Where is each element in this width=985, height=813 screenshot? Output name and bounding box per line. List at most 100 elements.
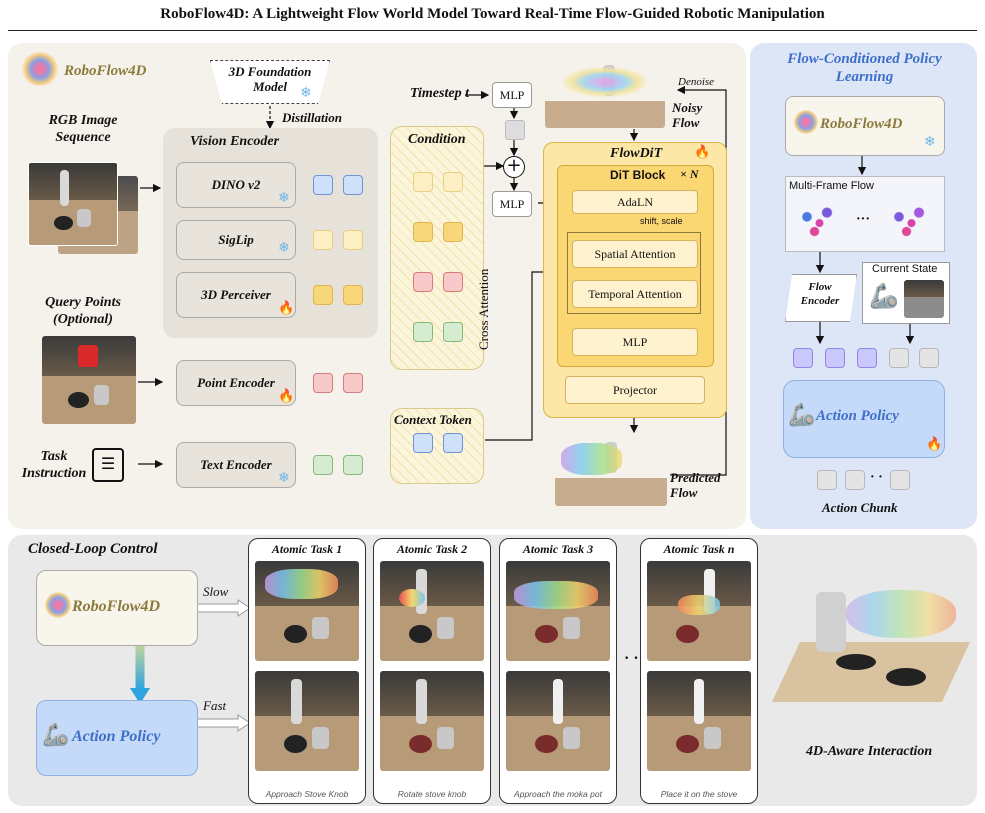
- cross-attention-label: Cross Attention: [476, 268, 491, 350]
- point-encoder-label: Point Encoder: [197, 375, 275, 390]
- task-instruction-label: Task Instruction: [21, 449, 87, 481]
- atomic-task-card-3: Atomic Task 3 Approach the moka pot: [499, 538, 617, 804]
- atomic-task-caption: Approach the moka pot: [514, 789, 602, 799]
- temporal-attention-box: Temporal Attention: [572, 280, 698, 308]
- task-frame-fast: [380, 671, 484, 771]
- atomic-task-caption: Rotate stove knob: [397, 789, 467, 799]
- action-policy-box: [783, 380, 945, 458]
- denoise-label: Denoise: [678, 76, 715, 88]
- task-frame-slow: [380, 561, 484, 661]
- atomic-task-title: Atomic Task n: [663, 542, 735, 556]
- page-title: RoboFlow4D: A Lightweight Flow World Mod…: [160, 6, 825, 22]
- dino-label: DINO v2: [211, 177, 261, 192]
- context-token-box: [390, 408, 484, 484]
- noisy-flow-image: [545, 60, 665, 128]
- 3d-perceiver-label: 3D Perceiver: [201, 287, 271, 302]
- multi-frame-flow-label: Multi-Frame Flow: [789, 180, 874, 192]
- task-frame-slow: [506, 561, 610, 661]
- siglip-token: [313, 230, 333, 250]
- current-state-label: Current State: [872, 263, 938, 275]
- attention-group: [567, 232, 701, 314]
- snowflake-icon: ❄: [278, 191, 290, 206]
- projector-box: Projector: [565, 376, 705, 404]
- flowdit-label: FlowDiT: [610, 146, 663, 161]
- context-token-label: Context Token: [394, 412, 472, 427]
- timestep-mlp-label: MLP: [499, 87, 525, 102]
- closed-loop-roboflow-label: RoboFlow4D: [72, 598, 161, 615]
- current-state-image: [904, 280, 944, 318]
- snowflake-icon: ❄: [278, 471, 290, 486]
- atomic-task-title: Atomic Task 2: [396, 542, 468, 556]
- snowflake-icon: ❄: [924, 135, 936, 150]
- plus-node: +: [503, 156, 525, 178]
- siglip-encoder-box: SigLip: [176, 220, 296, 260]
- condition-box: [390, 126, 484, 370]
- task-frame-fast: [647, 671, 751, 771]
- rgb-sequence-label: RGB Image Sequence: [48, 113, 118, 145]
- robot-arm-icon: 🦾: [42, 722, 70, 747]
- flow-frame-1: [792, 200, 842, 242]
- task-frame-fast: [506, 671, 610, 771]
- condition-token: [413, 272, 433, 292]
- snowflake-icon: ❄: [300, 86, 312, 101]
- flow-ellipsis: ···: [856, 212, 871, 227]
- atomic-task-card-2: Atomic Task 2 Rotate stove knob: [373, 538, 491, 804]
- dit-repeat-label: × N: [680, 167, 699, 181]
- logo-text: RoboFlow4D: [64, 63, 147, 79]
- temporal-attention-label: Temporal Attention: [588, 286, 682, 301]
- text-token: [313, 455, 333, 475]
- dino-token: [343, 175, 363, 195]
- state-feature-token: [919, 348, 939, 368]
- spatial-attention-box: Spatial Attention: [572, 240, 698, 268]
- dino-token: [313, 175, 333, 195]
- point-token: [343, 373, 363, 393]
- timestep-label: Timestep t: [410, 86, 469, 101]
- task-frame-slow: [647, 561, 751, 661]
- action-token: [817, 470, 837, 490]
- condition-token: [443, 272, 463, 292]
- slow-label: Slow: [203, 584, 229, 599]
- fire-icon: 🔥: [694, 144, 711, 159]
- snowflake-icon: ❄: [278, 241, 290, 256]
- 4d-interaction-label: 4D-Aware Interaction: [806, 744, 933, 759]
- atomic-task-title: Atomic Task 1: [271, 542, 343, 556]
- flow-encoder-box: [785, 274, 857, 322]
- condition-label: Condition: [408, 132, 466, 147]
- fire-icon: 🔥: [926, 436, 943, 451]
- condition-token: [443, 222, 463, 242]
- perceiver-token: [313, 285, 333, 305]
- adaln-box: AdaLN: [572, 190, 698, 214]
- timestep-embedding: [505, 120, 525, 140]
- closed-loop-title: Closed-Loop Control: [28, 541, 158, 557]
- robot-arm-icon: 🦾: [869, 284, 899, 310]
- text-token: [343, 455, 363, 475]
- condition-mlp-label: MLP: [499, 196, 525, 211]
- condition-token: [413, 222, 433, 242]
- action-token: [845, 470, 865, 490]
- projector-label: Projector: [613, 382, 657, 397]
- atomic-task-title: Atomic Task 3: [522, 542, 594, 556]
- noisy-flow-label: Noisy Flow: [672, 100, 703, 130]
- predicted-flow-label: Predicted Flow: [670, 470, 721, 500]
- timestep-mlp: MLP: [492, 82, 532, 108]
- point-token: [313, 373, 333, 393]
- robot-arm-icon: 🦾: [788, 402, 816, 427]
- title-rule: [8, 30, 977, 31]
- dit-mlp-box: MLP: [572, 328, 698, 356]
- flow-feature-token: [825, 348, 845, 368]
- dit-mlp-label: MLP: [622, 334, 648, 349]
- task-ellipsis: · ·: [624, 650, 639, 667]
- roboflow4d-label: RoboFlow4D: [820, 116, 903, 132]
- condition-token: [443, 322, 463, 342]
- point-cloud-logo: [20, 52, 60, 86]
- closed-loop-policy-label: Action Policy: [72, 728, 161, 745]
- dino-encoder-box: DINO v2: [176, 162, 296, 208]
- vision-encoder-label: Vision Encoder: [190, 134, 280, 149]
- dit-block-label: DiT Block: [610, 168, 666, 182]
- shift-scale-label: shift, scale: [640, 216, 683, 226]
- task-frame-fast: [255, 671, 359, 771]
- fast-label: Fast: [203, 698, 227, 713]
- closed-loop-policy-box: [36, 700, 198, 776]
- flow-feature-token: [857, 348, 877, 368]
- text-encoder-label: Text Encoder: [200, 457, 272, 472]
